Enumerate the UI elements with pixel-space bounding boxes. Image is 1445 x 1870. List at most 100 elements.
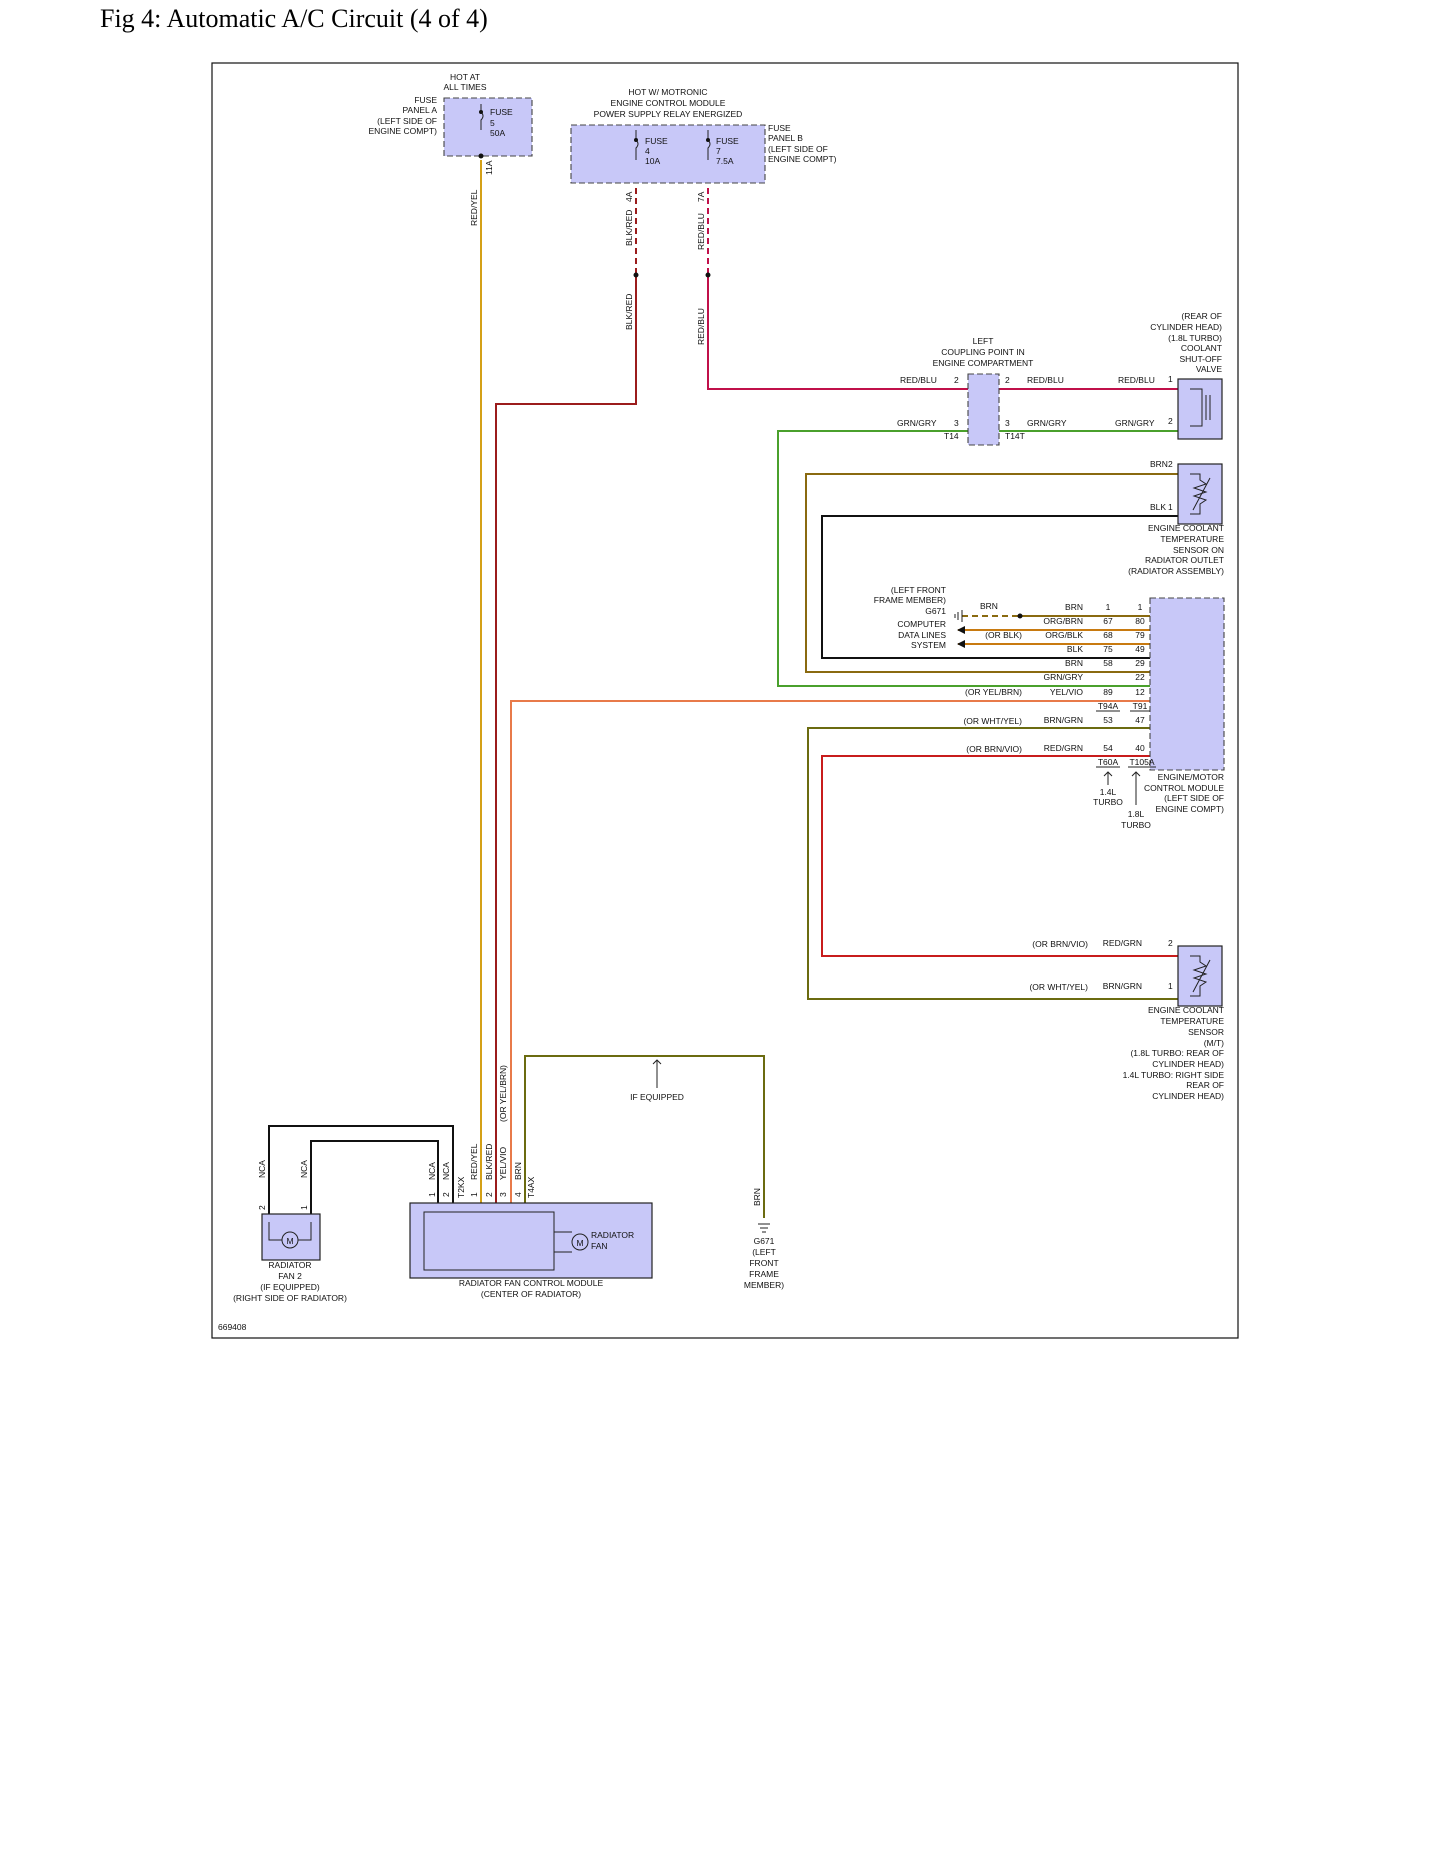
fuse-7-rating: 7.5A <box>716 156 734 166</box>
ecm-row: BLK 75 49 <box>1067 644 1145 654</box>
ect-mt-pin-2: 2 <box>1168 938 1173 948</box>
g671-wire: BRN <box>752 1188 762 1206</box>
wire-red-blu <box>707 275 1178 390</box>
valve-pin-2: 2 <box>1168 416 1173 426</box>
coupling-pin-3-right: 3 <box>1005 418 1010 428</box>
engine-control-module <box>1149 597 1225 771</box>
ecm-row-pin-a: 54 <box>1103 743 1113 753</box>
fuse-4-number: 4 <box>645 146 650 156</box>
ground-g671-icon <box>758 1223 770 1233</box>
g671-label-3: FRONT <box>749 1258 778 1268</box>
note-1-4l-1: 1.4L <box>1100 787 1117 797</box>
radiator-fan-motor-letter: M <box>576 1238 583 1248</box>
ecm-label-4: ENGINE COMPT) <box>1156 804 1225 814</box>
ect-mt-label-1: ENGINE COOLANT <box>1148 1005 1224 1015</box>
valve-pin-1: 1 <box>1168 374 1173 384</box>
ect-rad-pin-1: 1 <box>1168 502 1173 512</box>
ecm-row: (OR BLK) ORG/BLK 68 79 <box>985 630 1145 640</box>
ecm-row-alt: (OR BRN/VIO) <box>966 744 1022 754</box>
fan-module-wire-1: NCA <box>427 1162 437 1180</box>
fan-module-pin-6: 4 <box>513 1192 523 1197</box>
fan-module-alt: (OR YEL/BRN) <box>498 1065 508 1122</box>
ecm-row-wire: ORG/BRN <box>1043 616 1083 626</box>
g671-label-5: MEMBER) <box>744 1280 784 1290</box>
fuse-b-hot-3: POWER SUPPLY RELAY ENERGIZED <box>594 109 743 119</box>
ecm-row-pin-a: 58 <box>1103 658 1113 668</box>
fan-2-pin-1: 1 <box>299 1205 309 1210</box>
fuse-4-label: FUSE <box>645 136 668 146</box>
coupling-wire-red-left: RED/BLU <box>900 375 937 385</box>
fuse-a-wire: RED/YEL <box>469 189 479 226</box>
fan-module-wire-4: BLK/RED <box>484 1144 494 1180</box>
coupling-label-1: LEFT <box>973 336 994 346</box>
g671-label-4: FRAME <box>749 1269 779 1279</box>
fan-module-pin-5: 3 <box>498 1192 508 1197</box>
fan-module-wire-2: NCA <box>441 1162 451 1180</box>
ecm-row: ORG/BRN 67 80 <box>1043 616 1145 626</box>
wire-red-grn <box>821 755 1178 957</box>
page-title: Fig 4: Automatic A/C Circuit (4 of 4) <box>100 4 488 33</box>
coolant-shutoff-valve <box>1177 378 1223 440</box>
ect-rad-label-4: RADIATOR OUTLET <box>1145 555 1224 565</box>
fuse-a-panel-3: (LEFT SIDE OF <box>377 116 437 126</box>
valve-label-5: SHUT-OFF <box>1180 354 1223 364</box>
ecm-row: GRN/GRY 22 <box>1043 672 1145 682</box>
ect-rad-wire-blk: BLK <box>1150 502 1166 512</box>
coupling-pin-2-right: 2 <box>1005 375 1010 385</box>
ect-rad-wire-brn: BRN <box>1150 459 1168 469</box>
fuse-a-panel-4: ENGINE COMPT) <box>369 126 438 136</box>
fuse-a-hot-1: HOT AT <box>450 72 480 82</box>
wire-brn-ect <box>805 473 1178 673</box>
coupling-conn-right: T14T <box>1005 431 1025 441</box>
ecm-row-pin-a: 68 <box>1103 630 1113 640</box>
ect-mt-label-9: CYLINDER HEAD) <box>1152 1091 1224 1101</box>
wire-label-red-blu-1: RED/BLU <box>696 213 706 250</box>
ecm-row-pin-b: 22 <box>1135 672 1145 682</box>
fan-module-conn-b: T4AX <box>526 1176 536 1198</box>
fuse-a-panel-2: PANEL A <box>403 105 438 115</box>
fan-2-label-3: (IF EQUIPPED) <box>260 1282 320 1292</box>
fan-module-conn-a: T2KX <box>456 1176 466 1198</box>
ecm-row-alt: (OR YEL/BRN) <box>965 687 1022 697</box>
ecm-row-pin-b: 40 <box>1135 743 1145 753</box>
fuse-b-panel-1: FUSE <box>768 123 791 133</box>
ecm-row-pin-b: 49 <box>1135 644 1145 654</box>
ect-rad-label-2: TEMPERATURE <box>1160 534 1224 544</box>
ecm-row-pin-a: 67 <box>1103 616 1113 626</box>
fuse-a-panel-1: FUSE <box>414 95 437 105</box>
coupling-label-3: ENGINE COMPARTMENT <box>933 358 1034 368</box>
ecm-row-pin-b: 12 <box>1135 687 1145 697</box>
ecm-row: (OR WHT/YEL) BRN/GRN 53 47 <box>963 715 1145 726</box>
ecm-row-pin-b: 80 <box>1135 616 1145 626</box>
ecm-ground-wire: BRN <box>980 601 998 611</box>
fuse-panel-b <box>570 124 766 184</box>
note-1-8l-2: TURBO <box>1121 820 1151 830</box>
radiator-fan-label-2: FAN <box>591 1241 608 1251</box>
ecm-row-wire: BRN/GRN <box>1044 715 1083 725</box>
g671-label-1: G671 <box>754 1236 775 1246</box>
fuse-7-pin: 7A <box>696 191 706 202</box>
ecm-row-pin-a: 89 <box>1103 687 1113 697</box>
coupling-label-2: COUPLING POINT IN <box>941 347 1024 357</box>
arrow-1-8l-icon <box>1131 771 1141 805</box>
fan-module-label-1: RADIATOR FAN CONTROL MODULE <box>459 1278 604 1288</box>
fuse-b-hot-2: ENGINE CONTROL MODULE <box>611 98 726 108</box>
ect-mt-wire-brn: BRN/GRN <box>1103 981 1142 991</box>
valve-label-2: CYLINDER HEAD) <box>1150 322 1222 332</box>
ecm-ground-label-1: (LEFT FRONT <box>891 585 946 595</box>
ect-rad-label-5: (RADIATOR ASSEMBLY) <box>1128 566 1224 576</box>
ecm-ground-label-2: FRAME MEMBER) <box>874 595 946 605</box>
ecm-row-pin-b: 47 <box>1135 715 1145 725</box>
ground-icon <box>954 610 963 622</box>
radiator-fan-2 <box>261 1213 321 1261</box>
ecm-row-wire: BRN <box>1065 658 1083 668</box>
ecm-row-wire: RED/GRN <box>1044 743 1083 753</box>
valve-wire-red: RED/BLU <box>1118 375 1155 385</box>
fuse-b-panel-2: PANEL B <box>768 133 803 143</box>
valve-wire-grn: GRN/GRY <box>1115 418 1155 428</box>
coupling-wire-red-right: RED/BLU <box>1027 375 1064 385</box>
ecm-row: (OR YEL/BRN) YEL/VIO 89 12 <box>965 687 1145 697</box>
valve-label-4: COOLANT <box>1181 343 1222 353</box>
wire-label-red-blu-2: RED/BLU <box>696 308 706 345</box>
